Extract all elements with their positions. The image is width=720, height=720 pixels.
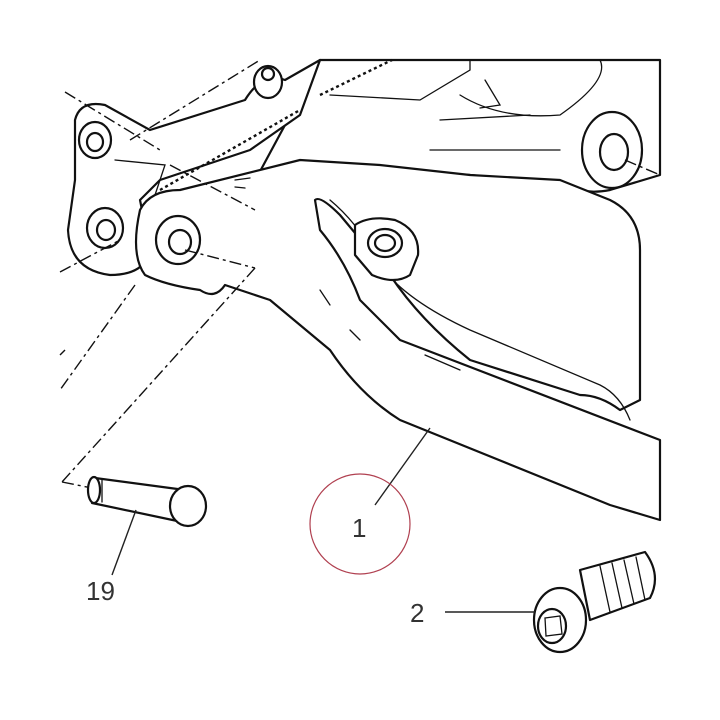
callout-1: 1 — [352, 513, 366, 543]
pivot-pin — [86, 475, 208, 528]
callout-19: 19 — [86, 576, 115, 606]
alignment-dotted-line — [159, 58, 393, 192]
callout-2: 2 — [410, 598, 424, 628]
highlight-circle — [309, 473, 411, 575]
frame-casting — [248, 58, 662, 232]
leader-lines — [111, 427, 535, 613]
exploded-axis-lines — [59, 59, 661, 489]
bolt — [532, 550, 657, 654]
footrest-lever — [134, 158, 662, 522]
left-bracket — [66, 58, 322, 277]
boss-spacer — [353, 217, 420, 282]
